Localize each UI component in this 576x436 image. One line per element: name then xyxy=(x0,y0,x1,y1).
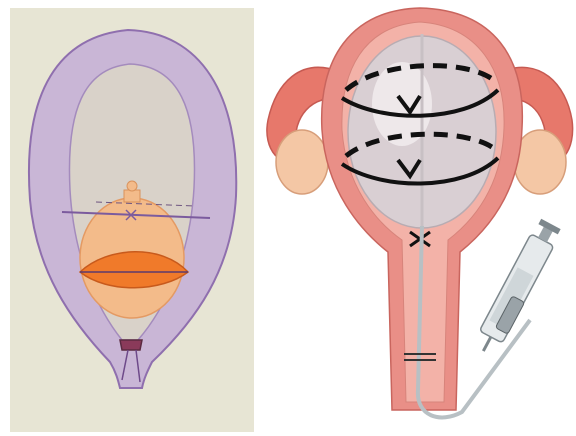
sketch-balloon-tip xyxy=(127,181,137,191)
right-panel xyxy=(267,8,573,417)
left-ovary xyxy=(276,130,328,194)
syringe-tip xyxy=(483,337,491,351)
sketch-cervix-knot xyxy=(120,340,142,350)
sketch-balloon-neck xyxy=(124,190,140,202)
left-panel xyxy=(10,8,254,432)
